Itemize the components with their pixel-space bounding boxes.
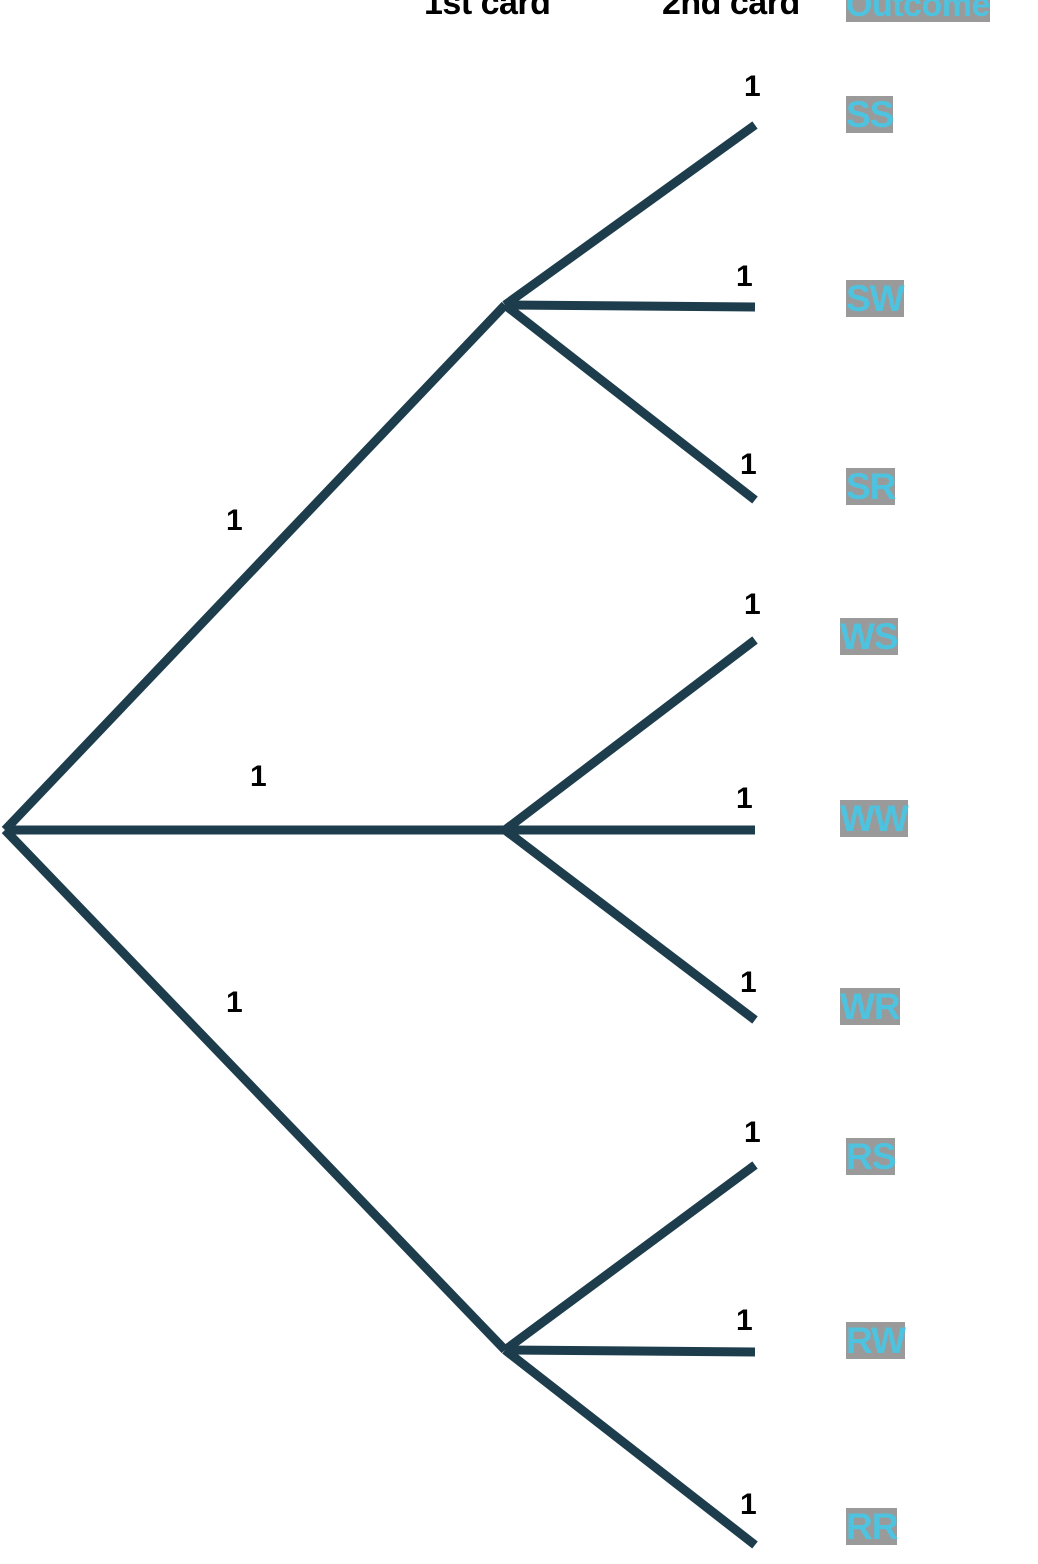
branch-r-to-rw [504, 1345, 756, 1357]
probability-label-branch-rs: 1 [744, 1118, 761, 1149]
probability-label-branch-sw: 1 [736, 262, 753, 293]
branch-s-to-sr [502, 301, 758, 504]
probability-label-branch-sr: 1 [740, 450, 757, 481]
probability-label-branch-wr: 1 [740, 968, 757, 999]
probability-label-branch-rw: 1 [736, 1306, 753, 1337]
branch-root-to-s [1, 301, 509, 834]
outcome-label-rw: RW [846, 1320, 906, 1361]
column-header-first-card: 1st card [424, 0, 551, 22]
branch-w-to-wr [502, 826, 758, 1024]
outcome-label-rs: RS [846, 1136, 896, 1177]
outcome-label-sw: SW [846, 278, 905, 319]
outcome-label-ww: WW [840, 798, 909, 839]
column-header-outcome: Outcome [846, 0, 990, 22]
probability-label-branch-rr: 1 [740, 1490, 757, 1521]
outcome-label-ws: WS [840, 616, 899, 657]
probability-label-branch-ss: 1 [744, 72, 761, 103]
outcome-label-ss: SS [846, 94, 894, 135]
outcome-label-rr: RR [846, 1506, 898, 1547]
probability-label-branch-s: 1 [226, 506, 243, 537]
outcome-label-sr: SR [846, 466, 896, 507]
probability-label-branch-r: 1 [226, 988, 243, 1019]
probability-label-branch-ww: 1 [736, 784, 753, 815]
outcome-label-wr: WR [840, 986, 901, 1027]
branch-w-to-ws [502, 636, 758, 834]
branch-root-to-r [1, 826, 509, 1354]
probability-label-branch-w: 1 [250, 762, 267, 793]
column-header-second-card: 2nd card [662, 0, 800, 22]
branch-r-to-rs [502, 1161, 758, 1354]
probability-label-branch-ws: 1 [744, 590, 761, 621]
branch-s-to-sw [504, 300, 756, 312]
branch-r-to-rr [502, 1346, 758, 1549]
branch-s-to-ss [502, 121, 758, 309]
